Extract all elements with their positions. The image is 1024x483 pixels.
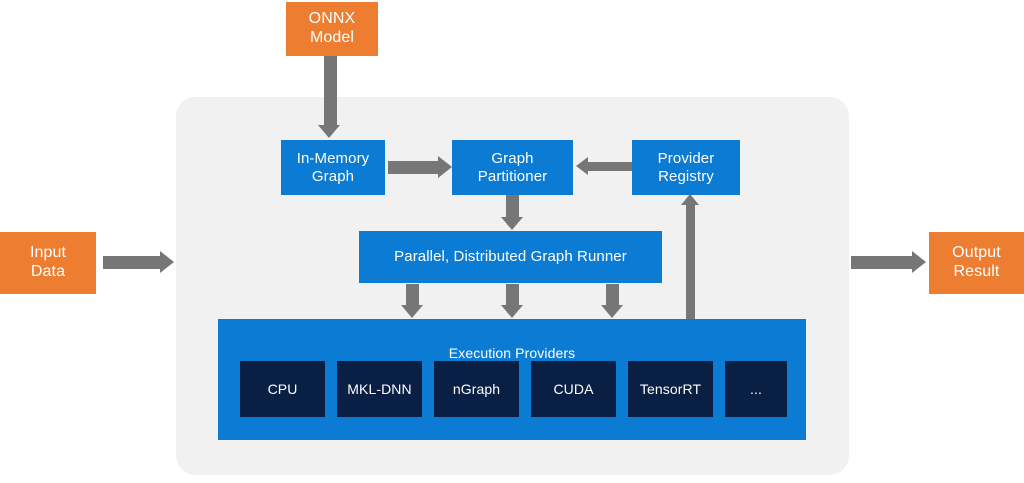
arrow-partitioner-to-runner [500, 195, 526, 231]
graph-partitioner-box[interactable]: Graph Partitioner [452, 140, 573, 195]
execution-providers-block: Execution Providers CPU MKL-DNN nGraph C… [218, 319, 806, 440]
output-result-box[interactable]: Output Result [929, 232, 1024, 294]
provider-tensorrt[interactable]: TensorRT [628, 361, 713, 417]
provider-ngraph[interactable]: nGraph [434, 361, 519, 417]
execution-providers-title: Execution Providers [448, 344, 576, 361]
provider-cuda[interactable]: CUDA [531, 361, 616, 417]
provider-mkl-dnn[interactable]: MKL-DNN [337, 361, 422, 417]
arrow-graph-to-partitioner [388, 154, 454, 182]
provider-cpu[interactable]: CPU [240, 361, 325, 417]
arrow-model-to-graph [318, 56, 346, 140]
onnx-model-box[interactable]: ONNX Model [286, 2, 378, 56]
arrow-runner-to-providers-3 [600, 284, 626, 320]
arrow-runner-to-providers-2 [500, 284, 526, 320]
arrow-input-to-runtime [103, 248, 175, 278]
in-memory-graph-box[interactable]: In-Memory Graph [281, 140, 385, 195]
arrow-registry-to-partitioner [576, 157, 632, 179]
graph-runner-box[interactable]: Parallel, Distributed Graph Runner [359, 231, 662, 283]
arrow-providers-to-registry [681, 194, 701, 320]
execution-providers-list: CPU MKL-DNN nGraph CUDA TensorRT ... [240, 361, 787, 417]
arrow-runner-to-providers-1 [400, 284, 426, 320]
input-data-box[interactable]: Input Data [0, 232, 96, 294]
provider-registry-box[interactable]: Provider Registry [632, 140, 740, 195]
arrow-runtime-to-output [851, 248, 929, 278]
provider-more[interactable]: ... [725, 361, 787, 417]
